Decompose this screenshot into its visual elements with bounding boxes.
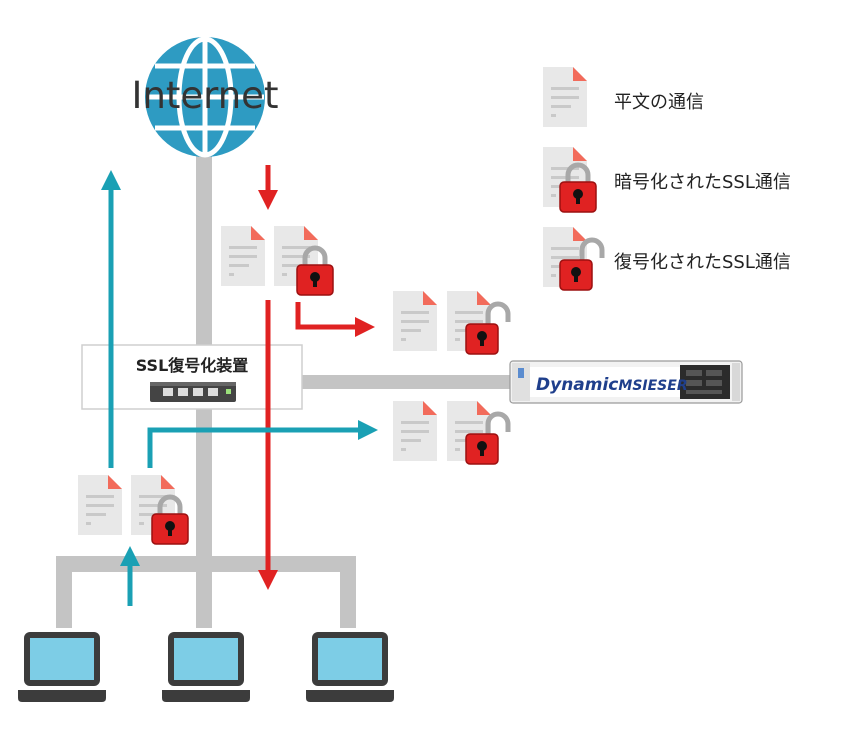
legend-label-decrypted: 復号化されたSSL通信 — [614, 252, 791, 273]
ssl-decryption-device — [81, 344, 303, 410]
plain-document-icon — [393, 291, 437, 351]
brand-prefix: Dynamic — [536, 375, 618, 395]
laptop-icon — [306, 632, 394, 702]
brand-suffix: MSIESER — [618, 378, 687, 394]
decryptor-title: SSL復号化装置 — [135, 356, 249, 375]
plain-document-icon — [393, 401, 437, 461]
encrypted-flow — [258, 165, 375, 590]
laptop-icon — [162, 632, 250, 702]
plain-document-icon — [78, 475, 122, 535]
laptop-icon — [18, 632, 106, 702]
dynamic-msieser-appliance: DynamicMSIESER — [509, 360, 743, 404]
globe-icon — [145, 36, 265, 158]
legend-plain-document-icon — [543, 67, 587, 127]
internet-label: Internet — [132, 74, 279, 117]
legend-label-encrypted: 暗号化されたSSL通信 — [614, 172, 791, 193]
plain-document-icon — [221, 226, 265, 286]
legend-label-plain: 平文の通信 — [614, 92, 704, 113]
svg-text:DynamicMSIESER: DynamicMSIESER — [536, 375, 688, 395]
legend — [543, 67, 602, 290]
plain-flow — [101, 170, 378, 606]
